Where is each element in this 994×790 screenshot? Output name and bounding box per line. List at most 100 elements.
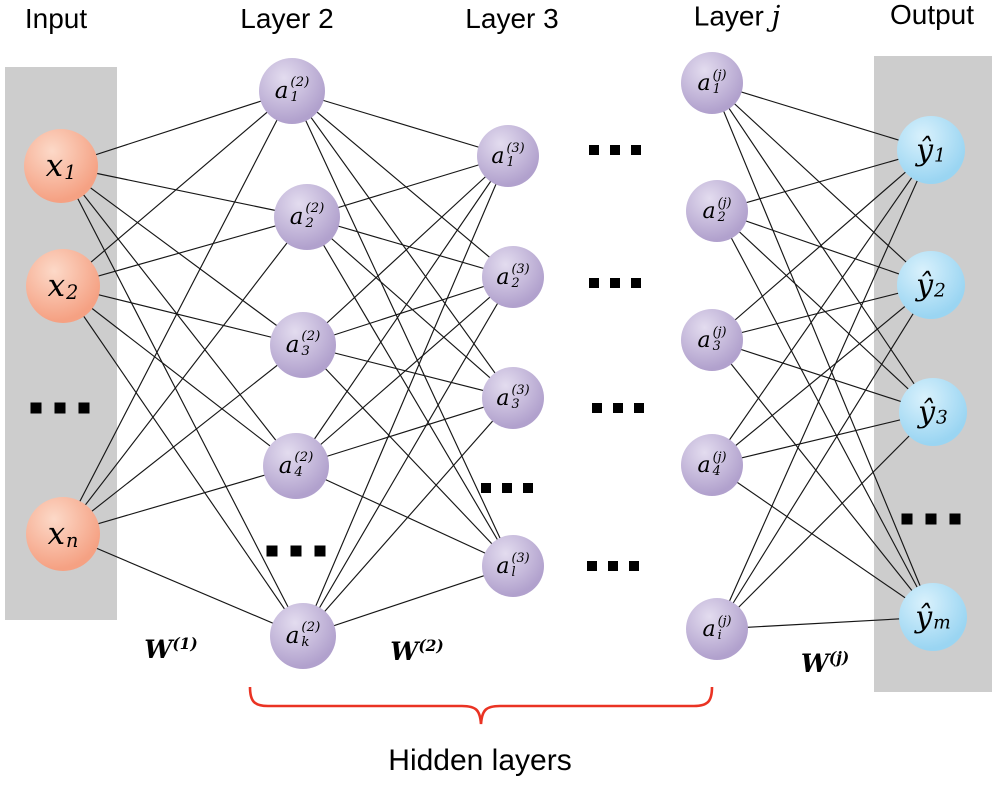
connection-line xyxy=(302,276,514,637)
input-title: Input xyxy=(24,3,88,34)
node-label-sub: 2 xyxy=(934,280,946,302)
weight-sup: (j) xyxy=(828,648,850,668)
dot xyxy=(589,278,599,288)
dot xyxy=(613,403,623,413)
connection-line xyxy=(711,284,932,341)
dot xyxy=(631,278,641,288)
ellipsis-input-column xyxy=(30,402,90,414)
connection-line xyxy=(60,165,304,637)
weight-label-w1: W(1) xyxy=(144,634,198,664)
connection-line xyxy=(302,155,509,637)
node-ak-layer2: a(2)k xyxy=(270,603,336,669)
node-label-sub: 2 xyxy=(511,276,520,291)
node-label-base: a xyxy=(702,616,716,642)
dot xyxy=(610,145,620,155)
ellipsis-output-column xyxy=(901,513,961,525)
node-label-sub: 3 xyxy=(511,397,520,412)
node-a3-layer2: a(2)3 xyxy=(270,312,336,378)
connection-line xyxy=(716,149,932,212)
connection-line xyxy=(306,216,514,567)
connection-line xyxy=(306,216,514,399)
connection-line xyxy=(62,285,297,467)
connection-line xyxy=(60,90,293,167)
node-label-base: x xyxy=(45,148,64,184)
connection-line xyxy=(716,210,934,618)
ellipsis-mid-row2 xyxy=(589,278,641,288)
node-label-sub: n xyxy=(66,528,79,552)
node-a4-layer2: a(2)4 xyxy=(263,433,329,499)
node-label-sup: (2) xyxy=(301,329,321,345)
connection-line xyxy=(711,149,932,341)
dot xyxy=(587,561,597,571)
connection-line xyxy=(62,533,304,637)
node-label-sup: (j) xyxy=(712,67,727,83)
node-label-base: a xyxy=(285,332,300,358)
node-label-sub: k xyxy=(301,635,310,650)
node-a1-layer3: a(3)1 xyxy=(477,125,539,187)
node-label-sup: (2) xyxy=(294,450,314,466)
node-a4-layerj: a(j)4 xyxy=(681,434,743,496)
connection-line xyxy=(302,276,514,346)
weight-sup: (1) xyxy=(172,634,198,654)
node-label-sup: (j) xyxy=(717,613,732,629)
node-label-base: ŷ xyxy=(916,267,934,303)
node-label-sub: 1 xyxy=(290,90,299,105)
node-label-sup: (3) xyxy=(506,140,525,156)
node-al-layer3: a(3)l xyxy=(482,535,544,597)
node-a2-layer3: a(3)2 xyxy=(482,246,544,308)
node-label-base: a xyxy=(496,264,510,290)
node-label-base: x xyxy=(47,516,66,552)
node-label-base: a xyxy=(496,553,510,579)
dot xyxy=(78,402,90,414)
node-a2-layerj: a(j)2 xyxy=(686,180,748,242)
node-label-scripts: (3)3 xyxy=(511,383,530,413)
dot xyxy=(634,403,644,413)
node-label-sub: 3 xyxy=(936,407,948,429)
weight-base: W xyxy=(390,636,419,666)
dot xyxy=(290,545,302,557)
weight-sup: (2) xyxy=(418,636,444,656)
node-label-base: a xyxy=(491,143,505,169)
connection-line xyxy=(711,339,934,413)
node-label-sub: 1 xyxy=(712,82,721,97)
dot xyxy=(949,513,961,525)
dot xyxy=(629,561,639,571)
node-label-sub: 2 xyxy=(717,210,726,225)
node-label-sup: (3) xyxy=(511,261,530,277)
connection-line xyxy=(711,284,932,466)
node-label-sub: 1 xyxy=(934,145,946,167)
node-a1-layerj: a(j)1 xyxy=(681,52,743,114)
connection-line xyxy=(716,149,932,630)
ellipsis-mid-row3 xyxy=(592,403,644,413)
node-label-base: a xyxy=(702,198,716,224)
node-label-scripts: (2)4 xyxy=(294,450,314,481)
connection-line xyxy=(62,90,293,287)
dot xyxy=(523,483,533,493)
connection-line xyxy=(62,465,297,535)
node-label-sup: (j) xyxy=(712,324,727,340)
node-label-sub: 1 xyxy=(64,160,77,184)
node-label-sub: 4 xyxy=(712,464,721,479)
node-a3-layerj: a(j)3 xyxy=(681,309,743,371)
connection-line xyxy=(62,285,304,637)
node-label-sup: (2) xyxy=(301,620,321,636)
dot xyxy=(30,402,42,414)
node-label-sub: l xyxy=(511,565,516,580)
connection-line xyxy=(291,90,509,157)
layer2-title: Layer 2 xyxy=(240,3,334,34)
node-a3-layer3: a(3)3 xyxy=(482,367,544,429)
node-ai-layerj: a(j)i xyxy=(686,598,748,660)
node-label-scripts: (j)3 xyxy=(712,324,727,355)
node-label-scripts: (3)1 xyxy=(506,140,525,171)
connection-line xyxy=(60,165,297,467)
node-label-scripts: (j)1 xyxy=(712,67,727,98)
node-label-sub: 2 xyxy=(305,216,314,231)
connection-line xyxy=(62,216,308,535)
node-label-sub: 1 xyxy=(506,155,515,170)
output-title: Output xyxy=(889,0,975,30)
